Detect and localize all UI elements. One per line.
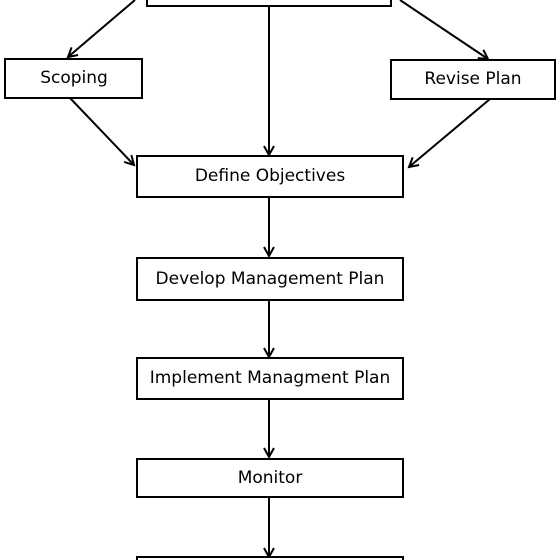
node-implement-plan-label: Implement Managment Plan: [150, 368, 391, 388]
node-scoping-label: Scoping: [40, 68, 108, 88]
node-monitor-label: Monitor: [238, 468, 303, 488]
node-define-objectives-label: Define Objectives: [195, 166, 346, 186]
node-revise-plan-label: Revise Plan: [424, 69, 521, 89]
node-top: [146, 0, 392, 7]
node-develop-plan-label: Develop Management Plan: [156, 269, 385, 289]
edge-top-to-revise-plan: [399, 0, 488, 59]
node-revise-plan: Revise Plan: [390, 59, 556, 100]
node-bottom: [136, 556, 404, 560]
edge-top-to-scoping: [68, 0, 136, 57]
node-develop-plan: Develop Management Plan: [136, 257, 404, 301]
edges: [68, 0, 491, 557]
node-implement-plan: Implement Managment Plan: [136, 357, 404, 400]
node-monitor: Monitor: [136, 458, 404, 498]
node-define-objectives: Define Objectives: [136, 155, 404, 198]
edge-scoping-to-define-objectives: [69, 97, 134, 165]
edge-revise-plan-to-define-objectives: [409, 98, 491, 167]
node-scoping: Scoping: [4, 58, 143, 99]
